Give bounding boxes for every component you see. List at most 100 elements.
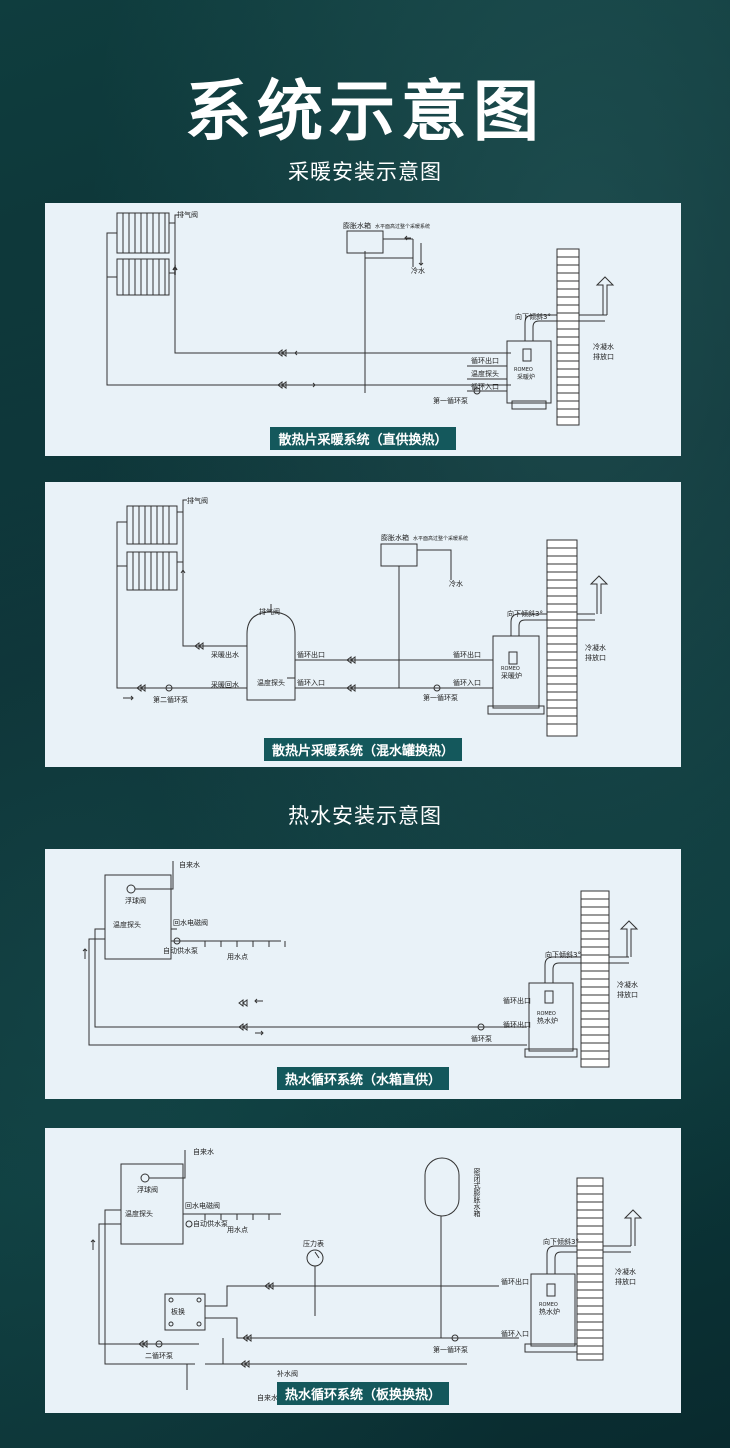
mixing-tank-icon	[246, 611, 296, 701]
label-circulation-outlet: 循环出口	[501, 1277, 529, 1286]
label-condensate: 冷凝水	[615, 1267, 636, 1276]
diagram-3-labels: 自来水 浮球阀 回水电磁阀 温度探头 自动供水泵 用水点 向下倾斜3° 冷凝水 …	[113, 860, 638, 1043]
label-circulation-outlet-2: 循环出口	[453, 650, 481, 659]
flue-icon	[595, 276, 615, 315]
diagram-panel-2: 排气阀 排气阀 膨胀水箱 水平面高过整个采暖系统 冷水 向下倾斜3° 冷凝水 排…	[45, 482, 681, 767]
brick-wall-icon	[580, 890, 610, 1068]
closed-expansion-tank-icon	[424, 1157, 460, 1217]
brick-wall-icon	[546, 539, 578, 737]
label-circulation-outlet: 循环出口	[297, 650, 325, 659]
boiler-icon	[506, 340, 552, 404]
diagram-4-labels: 自来水 浮球阀 回水电磁阀 温度探头 自动供水泵 用水点 板换 压力表 密闭式膨…	[125, 1147, 636, 1402]
diagram-panel-3: 自来水 浮球阀 回水电磁阀 温度探头 自动供水泵 用水点 向下倾斜3° 冷凝水 …	[45, 849, 681, 1099]
label-solenoid-valve: 回水电磁阀	[185, 1201, 220, 1210]
label-pressure-gauge: 压力表	[303, 1239, 324, 1248]
label-exhaust-valve-2: 排气阀	[259, 607, 280, 616]
flue-icon	[589, 575, 609, 614]
diagram-1-labels: 排气阀 膨胀水箱 水平面高过整个采暖系统 冷水 向下倾斜3° 冷凝水 排放口 循…	[177, 210, 614, 405]
water-tank-icon	[104, 874, 172, 960]
label-drain-outlet: 排放口	[585, 653, 606, 662]
section-title-hotwater: 热水安装示意图	[288, 804, 442, 828]
label-temp-probe: 温度探头	[125, 1209, 153, 1218]
diagram-2-caption: 散热片采暖系统（混水罐换热）	[263, 738, 462, 761]
label-circulation-pump: 循环泵	[471, 1034, 492, 1043]
label-condensate: 冷凝水	[617, 980, 638, 989]
label-slope: 向下倾斜3°	[507, 609, 543, 618]
label-makeup-valve: 补水阀	[277, 1369, 298, 1378]
diagram-1-svg	[106, 212, 615, 426]
label-float-valve: 浮球阀	[137, 1185, 158, 1194]
flue-icon	[619, 920, 639, 957]
boiler-icon	[530, 1273, 576, 1347]
diagram-4-svg	[90, 1150, 643, 1390]
label-exhaust-valve: 排气阀	[187, 496, 208, 505]
label-supply-pump: 自动供水泵	[193, 1219, 228, 1228]
label-solenoid-valve: 回水电磁阀	[173, 918, 208, 927]
diagram-3-svg	[82, 861, 639, 1068]
diagram-4-caption: 热水循环系统（板换换热）	[276, 1382, 449, 1405]
boiler-icon	[492, 635, 540, 709]
label-slope: 向下倾斜3°	[515, 312, 551, 321]
diagram-panel-4: 自来水 浮球阀 回水电磁阀 温度探头 自动供水泵 用水点 板换 压力表 密闭式膨…	[45, 1128, 681, 1413]
label-cold-water: 冷水	[411, 266, 425, 275]
diagram-panel-1: 排气阀 膨胀水箱 水平面高过整个采暖系统 冷水 向下倾斜3° 冷凝水 排放口 循…	[45, 203, 681, 456]
label-pump-1: 第一循环泵	[433, 396, 468, 405]
label-usage-point: 用水点	[227, 952, 248, 961]
label-drain-outlet: 排放口	[615, 1277, 636, 1286]
label-pump-1: 第一循环泵	[423, 693, 458, 702]
label-slope: 向下倾斜3°	[545, 950, 581, 959]
label-float-valve: 浮球阀	[125, 896, 146, 905]
label-pump-2: 二循环泵	[145, 1351, 173, 1360]
water-tank-icon	[120, 1163, 184, 1245]
label-tank-note: 水平面高过整个采暖系统	[413, 535, 468, 542]
label-plate-exchanger: 板换	[171, 1307, 185, 1316]
label-circulation-inlet: 循环入口	[501, 1329, 529, 1338]
boiler-icon	[528, 982, 574, 1052]
label-temp-probe: 温度探头	[471, 369, 499, 378]
label-brand: ROMEO	[501, 666, 520, 672]
label-condensate: 冷凝水	[585, 643, 606, 652]
label-brand: ROMEO	[537, 1011, 556, 1017]
label-pump-1: 第一循环泵	[433, 1345, 468, 1354]
label-expansion-tank: 膨胀水箱	[343, 221, 371, 230]
diagram-3-caption: 热水循环系统（水箱直供）	[276, 1067, 449, 1090]
radiator-icon	[126, 505, 178, 591]
label-temp-probe: 温度探头	[113, 920, 141, 929]
label-circulation-inlet-2: 循环入口	[453, 678, 481, 687]
label-boiler: 采暖炉	[517, 373, 535, 381]
label-circulation-outlet: 循环出口	[471, 356, 499, 365]
plate-exchanger-icon	[164, 1293, 206, 1331]
label-brand: ROMEO	[539, 1302, 558, 1308]
label-expansion-tank: 膨胀水箱	[381, 533, 409, 542]
pump-icon	[473, 387, 481, 395]
label-circulation-inlet: 循环入口	[297, 678, 325, 687]
label-tank-note: 水平面高过整个采暖系统	[375, 223, 430, 230]
label-heating-return: 采暖回水	[211, 680, 239, 689]
label-exhaust-valve: 排气阀	[177, 210, 198, 219]
label-condensate: 冷凝水	[593, 342, 614, 351]
label-drain-outlet: 排放口	[617, 990, 638, 999]
label-slope: 向下倾斜3°	[543, 1237, 579, 1246]
label-boiler: 采暖炉	[501, 671, 522, 680]
label-tap-water-2: 自来水	[257, 1393, 278, 1402]
label-heating-outlet: 采暖出水	[211, 650, 239, 659]
brick-wall-icon	[576, 1177, 604, 1361]
brick-wall-icon	[556, 248, 580, 426]
label-drain-outlet: 排放口	[593, 352, 614, 361]
diagram-1-caption: 散热片采暖系统（直供换热）	[270, 427, 456, 450]
label-tap-water: 自来水	[193, 1147, 214, 1156]
label-circulation-outlet: 循环出口	[503, 996, 531, 1005]
label-brand: ROMEO	[514, 367, 533, 373]
label-cold-water: 冷水	[449, 579, 463, 588]
diagram-2-svg	[116, 499, 609, 737]
diagram-2-labels: 排气阀 排气阀 膨胀水箱 水平面高过整个采暖系统 冷水 向下倾斜3° 冷凝水 排…	[153, 496, 606, 704]
label-supply-pump: 自动供水泵	[163, 946, 198, 955]
label-boiler: 热水炉	[539, 1307, 560, 1316]
expansion-tank-icon	[346, 230, 384, 254]
label-usage-point: 用水点	[227, 1225, 248, 1234]
label-circulation-inlet: 循环入口	[471, 382, 499, 391]
page-title: 系统示意图	[185, 73, 545, 150]
label-boiler: 热水炉	[537, 1016, 558, 1025]
flue-icon	[623, 1209, 643, 1246]
label-tap-water: 自来水	[179, 860, 200, 869]
